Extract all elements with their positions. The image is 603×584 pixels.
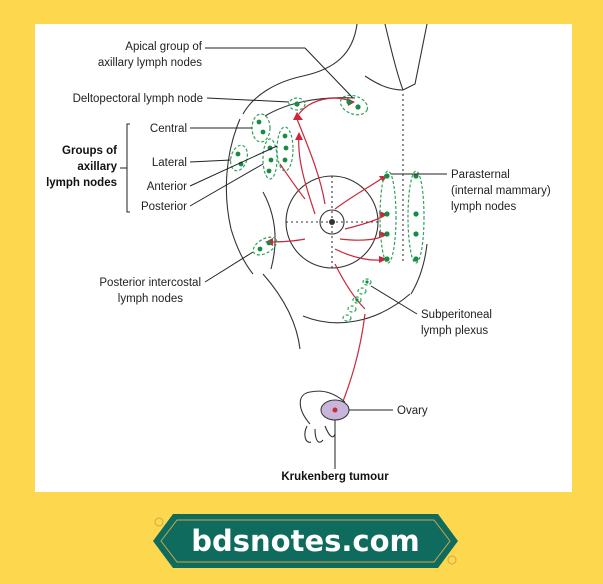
label-apical-2: axillary lymph nodes: [98, 57, 202, 69]
banner-text[interactable]: bdsnotes.com: [191, 524, 420, 558]
node-central: [251, 113, 271, 143]
label-groups-3: lymph nodes: [46, 177, 117, 189]
label-groups-2: axillary: [77, 161, 117, 173]
body-outline: [225, 24, 428, 350]
label-parasternal-2: (internal mammary): [451, 185, 551, 197]
node-anterior: [276, 126, 294, 172]
label-ovary: Ovary: [397, 405, 428, 417]
ovary-structure: [299, 390, 350, 443]
label-post-intercostal-1: Posterior intercostal: [99, 277, 201, 289]
label-parasternal-1: Parasternal: [451, 169, 510, 181]
label-lateral: Lateral: [152, 157, 187, 169]
label-posterior: Posterior: [141, 201, 187, 213]
arrow-heads: [265, 98, 387, 263]
subperitoneal-plexus: [342, 278, 372, 322]
leader-lines: [120, 47, 447, 469]
label-krukenberg: Krukenberg tumour: [281, 471, 389, 483]
diagram-panel: Apical group of axillary lymph nodes Del…: [35, 24, 572, 492]
banner-ornament-left: [154, 517, 164, 527]
label-deltopectoral: Deltopectoral lymph node: [73, 93, 203, 105]
node-deltopectoral: [288, 97, 306, 111]
node-posterior-intercostal: [252, 236, 278, 256]
banner-ornament-right: [447, 555, 457, 565]
label-parasternal-3: lymph nodes: [451, 201, 516, 213]
label-anterior: Anterior: [147, 181, 187, 193]
labels: Apical group of axillary lymph nodes Del…: [46, 41, 551, 483]
node-parasternal: [379, 170, 425, 264]
lymph-vessels: [266, 97, 388, 410]
node-posterior: [262, 138, 278, 180]
lymphatic-drainage-diagram: Apical group of axillary lymph nodes Del…: [46, 24, 551, 483]
label-subperitoneal-2: lymph plexus: [421, 325, 488, 337]
label-groups-1: Groups of: [62, 145, 117, 157]
node-apical: [339, 94, 369, 116]
label-central: Central: [150, 123, 187, 135]
breast: [285, 175, 379, 269]
label-post-intercostal-2: lymph nodes: [118, 293, 183, 305]
label-subperitoneal-1: Subperitoneal: [421, 309, 492, 321]
site-banner[interactable]: bdsnotes.com: [153, 512, 458, 570]
banner-shape: [153, 514, 458, 568]
label-apical-1: Apical group of: [125, 41, 203, 53]
